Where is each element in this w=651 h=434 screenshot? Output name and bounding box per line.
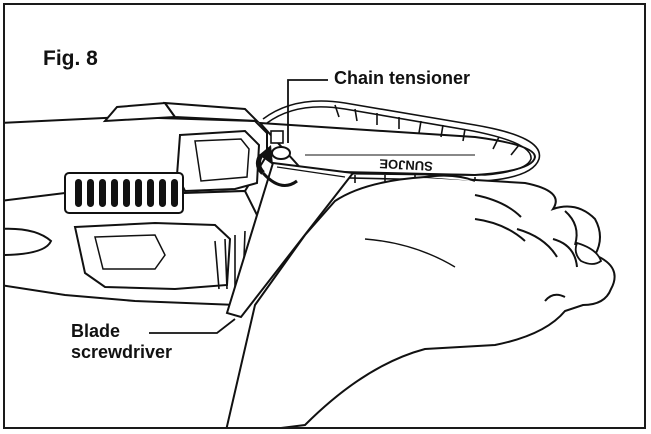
vent-grille xyxy=(64,172,184,214)
tensioner-screw xyxy=(270,130,291,160)
bar-engraving-text: SUNJOE xyxy=(379,156,434,174)
saw-housing xyxy=(5,101,268,307)
chain-tensioner-leader xyxy=(287,79,328,143)
chain xyxy=(262,100,541,185)
rotation-arrow-icon xyxy=(255,145,298,187)
hand xyxy=(225,174,616,427)
blade-screwdriver-label: Blade screwdriver xyxy=(71,321,172,362)
blade-screwdriver-label-line1: Blade xyxy=(71,321,121,341)
figure-title: Fig. 8 xyxy=(43,47,98,70)
blade-screwdriver xyxy=(225,161,355,319)
blade-screwdriver-leader xyxy=(149,318,236,334)
chain-tensioner-label: Chain tensioner xyxy=(334,68,471,88)
figure-frame: SUNJOE xyxy=(3,3,646,429)
chainsaw-illustration: SUNJOE xyxy=(5,79,616,427)
guide-bar xyxy=(257,121,537,177)
leader-lines xyxy=(149,79,328,334)
blade-screwdriver-label-line2: screwdriver xyxy=(71,341,173,362)
fingernail xyxy=(574,241,603,265)
